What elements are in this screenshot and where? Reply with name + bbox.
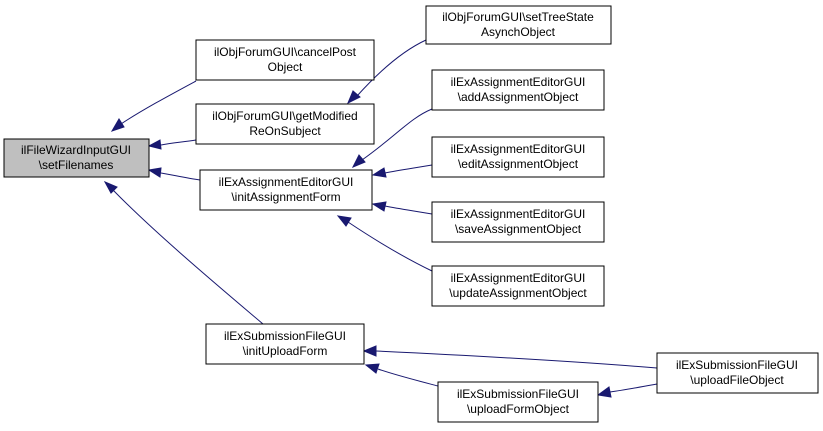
node-init-upload-form-line-1: ilExSubmissionFileGUI bbox=[224, 329, 346, 343]
node-update-assignment-line-1: ilExAssignmentEditorGUI bbox=[451, 271, 586, 285]
node-edit-assignment-object[interactable]: ilExAssignmentEditorGUI \editAssignmentO… bbox=[431, 136, 605, 178]
node-upload-form-line-2: \uploadFormObject bbox=[467, 402, 570, 416]
edge-init-upload-form-to-set-filenames bbox=[103, 180, 264, 325]
node-add-assignment-line-1: ilExAssignmentEditorGUI bbox=[451, 75, 586, 89]
node-get-modified-line-1: ilObjForumGUI\getModified bbox=[212, 109, 357, 123]
node-save-assignment-line-2: \saveAssignmentObject bbox=[455, 222, 582, 236]
edge-get-modified-to-set-filenames bbox=[147, 139, 197, 150]
node-cancel-post-object[interactable]: ilObjForumGUI\cancelPost Object bbox=[195, 39, 375, 81]
node-upload-file-line-2: \uploadFileObject bbox=[690, 373, 784, 387]
edges bbox=[103, 39, 658, 398]
edge-upload-file-to-init-upload-form bbox=[362, 345, 658, 369]
node-set-tree-state-line-2: AsynchObject bbox=[481, 25, 556, 39]
node-add-assignment-object[interactable]: ilExAssignmentEditorGUI \addAssignmentOb… bbox=[431, 69, 605, 111]
nodes: ilFileWizardInputGUI \setFilenames ilObj… bbox=[3, 5, 819, 423]
node-cancel-post-line-1: ilObjForumGUI\cancelPost bbox=[214, 45, 357, 59]
edge-add-assignment-to-init-assignment-form bbox=[351, 108, 433, 168]
node-set-filenames-line-1: ilFileWizardInputGUI bbox=[21, 143, 131, 157]
node-set-filenames[interactable]: ilFileWizardInputGUI \setFilenames bbox=[3, 138, 150, 178]
edge-set-tree-state-to-get-modified bbox=[347, 39, 427, 105]
node-edit-assignment-line-1: ilExAssignmentEditorGUI bbox=[451, 142, 586, 156]
node-init-assignment-form-line-2: \initAssignmentForm bbox=[231, 190, 340, 204]
node-upload-form-object[interactable]: ilExSubmissionFileGUI \uploadFormObject bbox=[437, 381, 599, 423]
node-upload-file-object[interactable]: ilExSubmissionFileGUI \uploadFileObject bbox=[656, 352, 819, 394]
node-save-assignment-line-1: ilExAssignmentEditorGUI bbox=[451, 207, 586, 221]
edge-save-assignment-to-init-assignment-form bbox=[371, 201, 433, 215]
edge-edit-assignment-to-init-assignment-form bbox=[371, 164, 433, 178]
node-edit-assignment-line-2: \editAssignmentObject bbox=[458, 157, 579, 171]
edge-update-assignment-to-init-assignment-form bbox=[336, 215, 433, 272]
node-save-assignment-object[interactable]: ilExAssignmentEditorGUI \saveAssignmentO… bbox=[431, 201, 605, 243]
node-cancel-post-line-2: Object bbox=[268, 60, 303, 74]
node-get-modified-re-on-subject[interactable]: ilObjForumGUI\getModified ReOnSubject bbox=[195, 103, 375, 145]
edge-cancel-post-to-set-filenames bbox=[110, 80, 197, 132]
node-add-assignment-line-2: \addAssignmentObject bbox=[458, 90, 579, 104]
node-upload-file-line-1: ilExSubmissionFileGUI bbox=[676, 358, 798, 372]
node-upload-form-line-1: ilExSubmissionFileGUI bbox=[457, 387, 579, 401]
node-init-upload-form[interactable]: ilExSubmissionFileGUI \initUploadForm bbox=[205, 323, 365, 365]
node-update-assignment-object[interactable]: ilExAssignmentEditorGUI \updateAssignmen… bbox=[431, 265, 605, 307]
node-init-upload-form-line-2: \initUploadForm bbox=[243, 344, 328, 358]
edge-upload-form-to-init-upload-form bbox=[364, 363, 439, 387]
edge-upload-file-to-upload-form bbox=[596, 383, 658, 398]
node-init-assignment-form-line-1: ilExAssignmentEditorGUI bbox=[219, 175, 354, 189]
node-set-filenames-line-2: \setFilenames bbox=[39, 158, 114, 172]
node-init-assignment-form[interactable]: ilExAssignmentEditorGUI \initAssignmentF… bbox=[199, 169, 373, 211]
node-update-assignment-line-2: \updateAssignmentObject bbox=[449, 286, 587, 300]
node-set-tree-state-line-1: ilObjForumGUI\setTreeState bbox=[442, 10, 594, 24]
edge-init-assignment-form-to-set-filenames bbox=[147, 167, 201, 181]
node-get-modified-line-2: ReOnSubject bbox=[249, 124, 321, 138]
node-set-tree-state-asynch-object[interactable]: ilObjForumGUI\setTreeState AsynchObject bbox=[425, 5, 612, 45]
